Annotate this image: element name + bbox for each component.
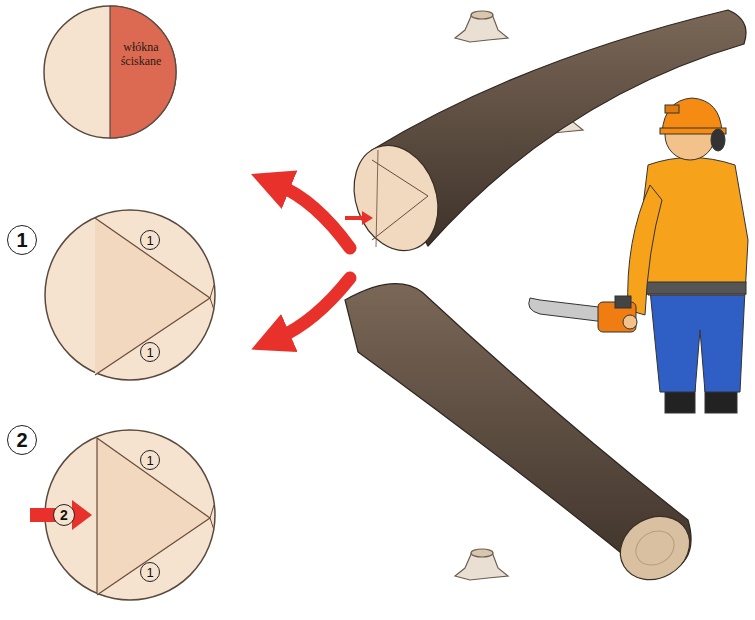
step-number: 1 bbox=[7, 225, 37, 255]
callout-number: 2 bbox=[53, 504, 75, 526]
chainsaw-operator bbox=[529, 98, 748, 413]
direction-arrows bbox=[278, 185, 350, 338]
cross-section-step2 bbox=[30, 430, 215, 600]
cut-arrow bbox=[30, 500, 92, 530]
fibre-label: włókna ściskane bbox=[112, 41, 170, 69]
callout-number: 1 bbox=[140, 342, 160, 362]
circle-outline bbox=[43, 5, 177, 139]
callout-number: 1 bbox=[140, 562, 160, 582]
fibre-cross-section: włókna ściskane bbox=[43, 5, 177, 139]
step-number: 2 bbox=[7, 425, 37, 455]
cross-section-step1 bbox=[45, 210, 215, 380]
lower-log bbox=[345, 284, 701, 592]
callout-number: 1 bbox=[140, 450, 160, 470]
callout-number: 1 bbox=[140, 230, 160, 250]
